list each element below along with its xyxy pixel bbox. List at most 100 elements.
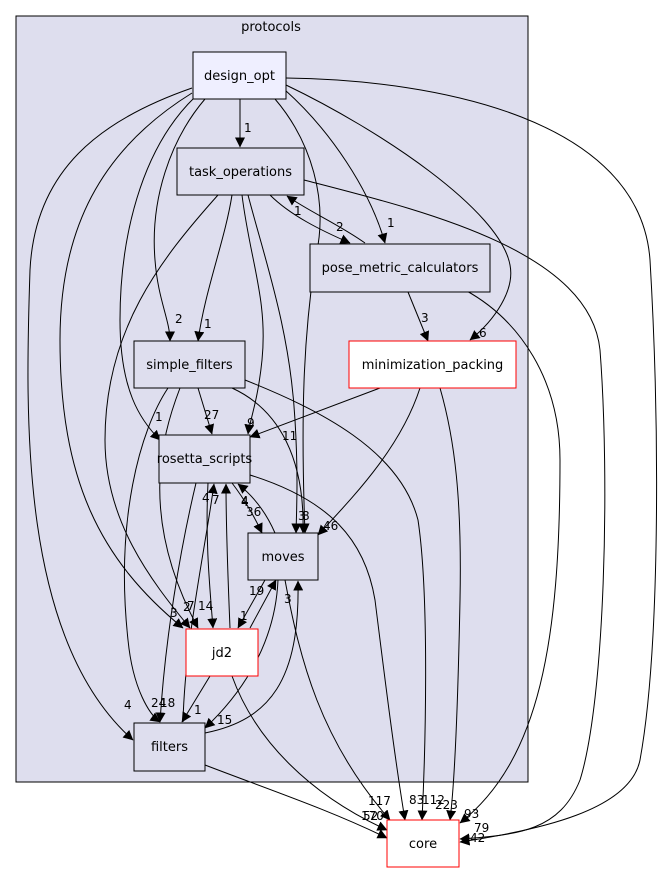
node-label: core	[409, 837, 437, 852]
edge-label: 14	[198, 599, 213, 613]
edge-label: 8	[302, 509, 310, 523]
node-simple_filters[interactable]: simple_filters	[133, 340, 246, 389]
edge-label: 79	[474, 821, 489, 835]
edge-task_operations-core	[303, 179, 606, 844]
edge-label: 3	[298, 509, 306, 523]
cluster-label: protocols	[241, 20, 301, 35]
node-filters[interactable]: filters	[133, 722, 206, 772]
node-label: filters	[151, 740, 188, 755]
edge-label: 11	[282, 429, 297, 443]
edge-rosetta_scripts-jd2	[206, 482, 218, 629]
edge-design_opt-filters	[27, 87, 193, 741]
edge-design_opt-rosetta_scripts	[119, 96, 196, 441]
node-pose_metric_calculators[interactable]: pose_metric_calculators	[309, 243, 491, 293]
edge-pose_metric_calculators-minimization_packing	[407, 291, 430, 342]
edge-label: 52	[363, 809, 378, 823]
edge-minimization_packing-moves	[317, 387, 421, 536]
node-jd2[interactable]: jd2	[185, 628, 259, 677]
edge-label: 112	[422, 793, 445, 807]
edge-label: 15	[217, 713, 232, 727]
edge-jd2-filters	[181, 675, 211, 723]
edge-pose_metric_calculators-task_operations	[286, 195, 366, 244]
edge-simple_filters-moves	[231, 387, 309, 534]
node-label: pose_metric_calculators	[322, 261, 479, 276]
node-rosetta_scripts[interactable]: rosetta_scripts	[157, 434, 253, 484]
edge-moves-rosetta_scripts	[237, 483, 276, 534]
node-moves[interactable]: moves	[247, 532, 319, 581]
node-label: rosetta_scripts	[157, 452, 253, 467]
edge-filters-core	[204, 764, 388, 839]
edge-simple_filters-filters	[123, 387, 169, 723]
edge-label: 1	[294, 204, 302, 218]
edge-label: 170	[361, 809, 384, 823]
edge-minimization_packing-core	[439, 387, 461, 821]
edge-label: 24	[151, 696, 166, 710]
node-label: task_operations	[189, 165, 292, 180]
edge-label: 46	[323, 519, 338, 533]
edge-label: 36	[246, 505, 261, 519]
node-label: simple_filters	[146, 358, 233, 373]
node-design_opt[interactable]: design_opt	[192, 51, 287, 100]
node-label: jd2	[211, 646, 232, 661]
edge-label: 4	[124, 698, 132, 712]
edge-label: 9	[247, 416, 255, 430]
edge-label: 42	[470, 831, 485, 845]
edge-label: 4	[202, 491, 210, 505]
edge-label: 93	[464, 807, 479, 821]
edge-label: 6	[479, 326, 487, 340]
edge-label: 2	[183, 600, 191, 614]
edge-label: 1	[194, 703, 202, 717]
edge-label: 27	[204, 408, 219, 422]
edge-task_operations-jd2	[104, 194, 219, 629]
edge-design_opt-minimization_packing	[285, 84, 512, 341]
edge-label: 3	[170, 606, 178, 620]
edge-rosetta_scripts-filters	[155, 482, 197, 723]
edge-labels: 1 2 1 6 4 1 8 3 42 1 2 1 9 3 14 79 3 93 …	[124, 121, 489, 845]
edge-pose_metric_calculators-core	[459, 289, 561, 824]
edge-moves-core	[284, 579, 391, 821]
node-label: minimization_packing	[362, 358, 504, 373]
edge-task_operations-rosetta_scripts	[241, 194, 264, 435]
edge-label: 1	[204, 317, 212, 331]
edge-label: 1	[387, 216, 395, 230]
edge-label: 18	[160, 696, 175, 710]
edge-label: 4	[241, 494, 249, 508]
edge-simple_filters-jd2	[159, 387, 199, 629]
node-minimization_packing[interactable]: minimization_packing	[348, 340, 517, 389]
edge-rosetta_scripts-core	[249, 474, 409, 821]
edge-task_operations-moves	[247, 194, 302, 534]
edge-label: 3	[421, 311, 429, 325]
edge-rosetta_scripts-moves	[231, 482, 263, 534]
edge-label: 4	[241, 495, 249, 509]
edge-label: 7	[212, 493, 220, 507]
edge-task_operations-pose_metric_calculators	[269, 194, 351, 244]
node-label: design_opt	[204, 69, 275, 84]
edge-label: 19	[249, 584, 264, 598]
node-task_operations[interactable]: task_operations	[176, 147, 305, 196]
edge-filters-moves	[204, 580, 304, 734]
edge-label: 1	[155, 410, 163, 424]
edge-label: 1	[244, 121, 252, 135]
edge-jd2-core	[231, 675, 388, 831]
edge-simple_filters-rosetta_scripts	[197, 387, 215, 435]
edge-design_opt-simple_filters	[153, 98, 206, 342]
edge-design_opt-core	[285, 77, 658, 846]
node-label: moves	[261, 550, 304, 565]
edge-label: 223	[435, 798, 458, 812]
edge-label: 1	[240, 609, 248, 623]
cluster-protocols[interactable]: protocols	[15, 15, 529, 783]
edge-label: 3	[284, 592, 292, 606]
edge-filters-rosetta_scripts	[182, 483, 218, 723]
edge-label: 83	[409, 793, 424, 807]
edge-label: 2	[175, 312, 183, 326]
edge-task_operations-simple_filters	[194, 194, 233, 342]
edge-minimization_packing-rosetta_scripts	[249, 387, 381, 439]
edges	[27, 77, 658, 846]
edge-design_opt-pose_metric_calculators	[284, 89, 388, 244]
edge-label: 117	[368, 794, 391, 808]
edge-label: 7	[187, 599, 195, 613]
edge-design_opt-jd2	[59, 92, 193, 629]
node-core[interactable]: core	[386, 819, 460, 868]
edge-jd2-rosetta_scripts	[221, 483, 232, 629]
